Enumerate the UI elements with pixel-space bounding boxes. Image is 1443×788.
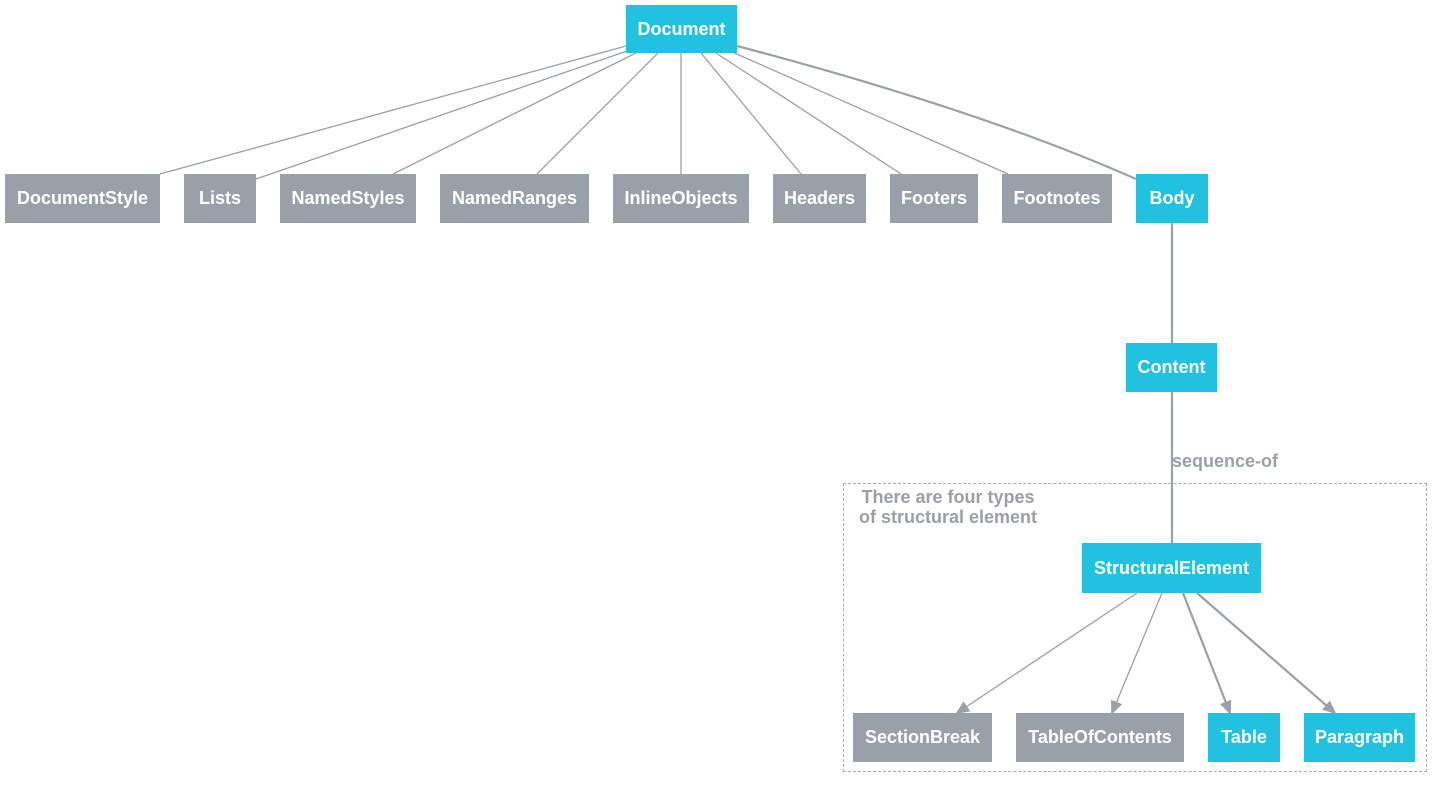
- edge-document-lists: [255, 49, 631, 180]
- edge-structural-table: [1181, 592, 1232, 715]
- node-document[interactable]: Document: [626, 5, 737, 53]
- edge-document-namedranges: [536, 52, 659, 175]
- node-table[interactable]: Table: [1208, 713, 1280, 762]
- node-body[interactable]: Body: [1136, 174, 1208, 223]
- node-content[interactable]: Content: [1126, 343, 1217, 392]
- node-named-ranges[interactable]: NamedRanges: [440, 174, 589, 223]
- structural-element-cluster: [843, 483, 1427, 772]
- edge-document-footers: [715, 52, 902, 175]
- cluster-label-line1: There are four types: [861, 487, 1035, 507]
- node-inline-objects[interactable]: InlineObjects: [613, 174, 749, 223]
- edge-document-footnotes: [729, 50, 1009, 175]
- edge-label-sequence-of: sequence-of: [1172, 451, 1279, 471]
- node-structural-element[interactable]: StructuralElement: [1082, 543, 1261, 593]
- node-section-break[interactable]: SectionBreak: [853, 713, 992, 762]
- node-paragraph[interactable]: Paragraph: [1304, 713, 1415, 762]
- edge-document-body: [736, 44, 1137, 181]
- edge-structural-tableofcontents: [1111, 592, 1163, 715]
- node-headers[interactable]: Headers: [773, 174, 866, 223]
- node-lists[interactable]: Lists: [184, 174, 256, 223]
- cluster-label-line2: of structural element: [858, 507, 1038, 527]
- edge-document-headers: [700, 52, 802, 175]
- edge-structural-paragraph: [1196, 592, 1337, 715]
- node-footers[interactable]: Footers: [890, 174, 978, 223]
- node-footnotes[interactable]: Footnotes: [1002, 174, 1112, 223]
- edge-document-documentstyle: [159, 45, 627, 175]
- edge-document-namedstyles: [392, 52, 637, 175]
- node-named-styles[interactable]: NamedStyles: [280, 174, 416, 223]
- node-document-style[interactable]: DocumentStyle: [5, 174, 160, 223]
- edge-structural-sectionbreak: [955, 592, 1138, 715]
- cluster-label: There are four types of structural eleme…: [843, 487, 1053, 527]
- node-table-of-contents[interactable]: TableOfContents: [1016, 713, 1184, 762]
